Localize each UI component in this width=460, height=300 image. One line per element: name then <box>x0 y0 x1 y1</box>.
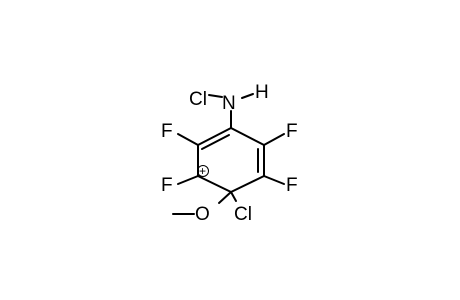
chlorine-label-c: Cl <box>234 204 252 225</box>
bond-c5-c4 <box>230 175 265 193</box>
bond-cl-n <box>208 94 223 98</box>
bond-n-h <box>241 93 254 99</box>
nitrogen-label: N <box>222 93 236 114</box>
fluorine-label-lower-right: F <box>286 175 298 196</box>
hydrogen-label: H <box>255 82 269 103</box>
fluorine-label-upper-right: F <box>286 121 298 142</box>
bond-c2-f <box>177 133 199 146</box>
chlorine-label-n: Cl <box>189 89 207 110</box>
bond-c4-cl <box>230 191 237 202</box>
bond-c1-c2 <box>197 127 232 146</box>
cation-charge-label: + <box>199 164 206 178</box>
bond-c1-c6 <box>230 127 265 146</box>
fluorine-label-lower-left: F <box>161 175 173 196</box>
bond-c3-f <box>177 175 199 185</box>
bond-c1-c2-double <box>201 134 230 150</box>
bond-c4-o <box>218 191 232 204</box>
bond-c5-f <box>263 175 285 185</box>
bond-c3-c4 <box>197 175 232 193</box>
fluorine-label-upper-left: F <box>161 121 173 142</box>
cation-charge-circle <box>197 165 209 177</box>
oxygen-label: O <box>195 204 210 225</box>
atom-labels: Cl N H F F F F + O Cl <box>161 82 298 225</box>
bonds <box>172 93 285 215</box>
bond-c6-f <box>263 133 285 146</box>
